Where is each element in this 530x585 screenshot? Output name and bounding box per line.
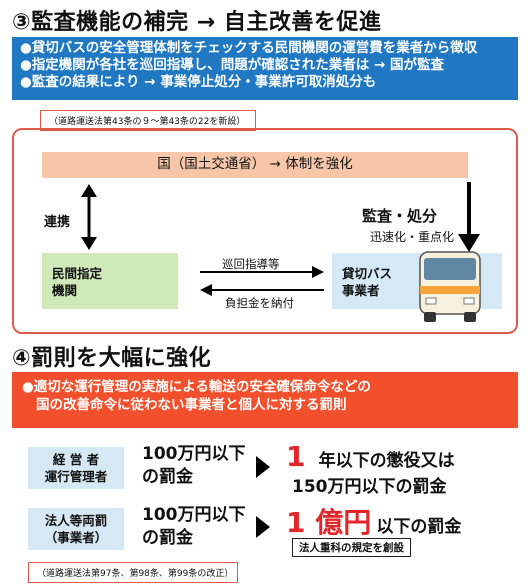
new-penalty-text: 年以下の懲役又は [318,451,455,471]
private-org-box: 民間指定 機関 [42,253,178,309]
cooperation-label: 連携 [44,215,71,230]
old-penalty: 100万円以下 の罰金 [142,504,246,550]
structure-diagram-frame [12,128,518,334]
new-penalty: 1 億円 以下の罰金 [286,501,461,541]
new-penalty-fine: 150万円以下の罰金 [292,477,447,497]
bus-icon [419,251,481,322]
label-line: 運行管理者 [44,469,108,484]
right-arrow-icon [200,266,324,278]
section3-summary-box: ●貸切バスの安全管理体制をチェックする民間機関の運営費を業者から徴収 ●指定機関… [12,37,518,100]
bus-operator-line: 事業者 [342,283,380,298]
new-penalty-number: 1 [286,440,306,473]
audit-label: 監査・処分 [362,207,438,225]
new-penalty: 1 年以下の懲役又は [286,440,455,473]
section4-summary-box: ●適切な運行管理の実施による輸送の安全確保命令などの 国の改善命令に従わない事業… [12,372,518,428]
label-line: （事業者） [44,530,108,545]
old-penalty: 100万円以下 の罰金 [142,443,246,489]
government-bar: 国（国土交通省） → 体制を強化 [42,152,468,178]
new-penalty-amount: 1 億円 [286,506,372,539]
private-org-line: 機関 [52,283,78,298]
penalty-target-label: 法人等両罰 （事業者） [28,508,124,550]
down-arrow-icon [458,182,480,252]
summary-bullet: ●適切な運行管理の実施による輸送の安全確保命令などの [22,379,371,395]
summary-bullet: 国の改善命令に従わない事業者と個人に対する罰則 [36,397,347,413]
summary-bullet: ●貸切バスの安全管理体制をチェックする民間機関の運営費を業者から徴収 [20,40,478,56]
new-penalty-text: 以下の罰金 [376,517,462,537]
corporate-penalty-tag: 法人重科の規定を創設 [292,538,411,557]
double-arrow-icon [81,184,97,250]
old-penalty-line: 100万円以下 [142,444,246,464]
patrol-label: 巡回指導等 [222,257,280,271]
section3-title: ③監査機能の補完 → 自主改善を促進 [12,10,382,35]
arrow-right-icon [256,456,270,478]
law-note: （道路運送法第43条の９～第43条の22を新設） [40,110,256,131]
old-penalty-line: 100万円以下 [142,505,246,525]
fee-label: 負担金を納付 [225,296,294,310]
law-note: （道路運送法第97条、第98条、第99条の改正） [28,562,238,583]
section4-title: ④罰則を大幅に強化 [12,346,212,371]
label-line: 経 営 者 [52,452,100,467]
label-line: 法人等両罰 [44,513,108,528]
bus-operator-line: 貸切バス [342,266,393,281]
old-penalty-line: の罰金 [142,467,193,487]
summary-bullet: ●指定機関が各社を巡回指導し、問題が確認された業者は → 国が監査 [20,57,444,73]
penalty-target-label: 経 営 者 運行管理者 [28,447,124,489]
summary-bullet: ●監査の結果により → 事業停止処分・事業許可取消処分も [20,74,377,90]
audit-sub-label: 迅速化・重点化 [370,230,455,244]
arrow-right-icon [256,516,270,538]
private-org-line: 民間指定 [52,266,103,281]
left-arrow-icon [200,284,324,296]
old-penalty-line: の罰金 [142,528,193,548]
